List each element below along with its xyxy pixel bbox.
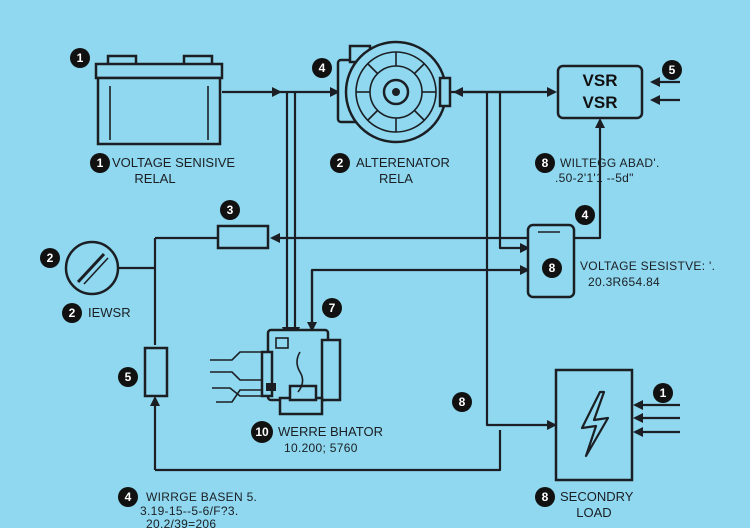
label-voltage-sensitive: VOLTAGE SENISIVE [112, 155, 235, 170]
lightning-icon [580, 390, 610, 458]
label-iewsr: IEWSR [88, 305, 131, 320]
badge-wiltegg: 8 [535, 153, 555, 173]
labels: VOLTAGE SENISIVE RELAL ALTERENATOR RELA … [88, 155, 715, 528]
label-voltage-sesistve-value: 20.3R654.84 [588, 275, 660, 289]
svg-text:1: 1 [97, 156, 104, 170]
switch-icon [64, 240, 120, 296]
badge-secondry: 8 [535, 487, 555, 507]
svg-text:2: 2 [69, 306, 76, 320]
wire-relay-left-1 [210, 351, 262, 361]
svg-text:10: 10 [255, 425, 269, 439]
fuse-resistor-icon [216, 224, 270, 250]
svg-text:8: 8 [542, 156, 549, 170]
vsr-relay-box: VSR VSR [556, 64, 644, 120]
badge-fuse: 3 [220, 200, 240, 220]
badge-relay-top: 7 [322, 298, 342, 318]
badge-load-input: 1 [653, 383, 673, 403]
svg-text:4: 4 [319, 61, 326, 75]
svg-text:2: 2 [47, 251, 54, 265]
svg-text:8: 8 [542, 490, 549, 504]
vsr-line-2: VSR [583, 93, 618, 112]
battery-icon [94, 54, 224, 146]
badge-iewsr: 2 [62, 303, 82, 323]
resistor-icon [143, 346, 169, 398]
badge-wirrge: 4 [118, 487, 138, 507]
badge-voltage-relal: 1 [90, 153, 110, 173]
wires [118, 77, 680, 472]
wire-bus-load [485, 92, 557, 430]
svg-text:8: 8 [549, 261, 556, 275]
badge-relay-connector: 4 [575, 205, 595, 225]
badge-junction: 8 [452, 392, 472, 412]
badge-battery: 1 [70, 48, 90, 68]
relay-module-icon [260, 328, 342, 416]
label-werre-bhator-value: 10.200; 5760 [284, 441, 358, 455]
label-wirrge-basen: WIRRGE BASEN 5. [146, 490, 257, 504]
wire-relay-left-2 [210, 371, 262, 381]
svg-text:5: 5 [669, 63, 676, 77]
badge-vsr: 5 [662, 60, 682, 80]
badge-connector: 8 [542, 258, 562, 278]
svg-text:1: 1 [77, 51, 84, 65]
wire-loop-bottom [155, 430, 502, 472]
label-alterenator: ALTERENATOR [356, 155, 450, 170]
wire-bus-connector [498, 92, 530, 253]
vsr-line-1: VSR [583, 71, 618, 90]
svg-text:5: 5 [125, 370, 132, 384]
wire-relay-connector [310, 265, 530, 335]
svg-text:7: 7 [329, 301, 336, 315]
badge-resistor: 5 [118, 367, 138, 387]
wire-relay-left-4 [216, 389, 262, 403]
wire-relay-left-3 [212, 387, 262, 397]
label-rela: RELA [379, 171, 413, 186]
alternator-icon [336, 40, 452, 144]
badge-switch: 2 [40, 248, 60, 268]
label-load: LOAD [576, 505, 611, 520]
svg-text:4: 4 [582, 208, 589, 222]
svg-text:8: 8 [459, 395, 466, 409]
label-wirrge-basen-2: 3.19-15--5-6/F?3. [140, 504, 238, 518]
label-wiltegg-value: .50-2'1'1 --5d" [555, 171, 634, 185]
label-wirrge-basen-3: 20.2/39=206 [146, 517, 216, 528]
badge-alternator: 4 [312, 58, 332, 78]
svg-text:2: 2 [337, 156, 344, 170]
label-voltage-sesistve: VOLTAGE SESISTVE: '. [580, 259, 715, 273]
badge-relay-label: 10 [251, 421, 273, 443]
svg-text:1: 1 [660, 386, 667, 400]
badges: 1 4 5 1 2 8 3 4 8 2 2 5 7 10 8 1 4 8 [40, 48, 682, 507]
secondary-load-box [554, 368, 634, 482]
label-werre-bhator: WERRE BHATOR [278, 424, 383, 439]
badge-alternator-rela: 2 [330, 153, 350, 173]
label-wiltegg: WILTEGG ABAD'. [560, 156, 660, 170]
wire-connector-vsr [573, 118, 605, 240]
label-secondry: SECONDRY [560, 489, 634, 504]
svg-text:4: 4 [125, 490, 132, 504]
label-relal: RELAL [134, 171, 175, 186]
svg-text:3: 3 [227, 203, 234, 217]
